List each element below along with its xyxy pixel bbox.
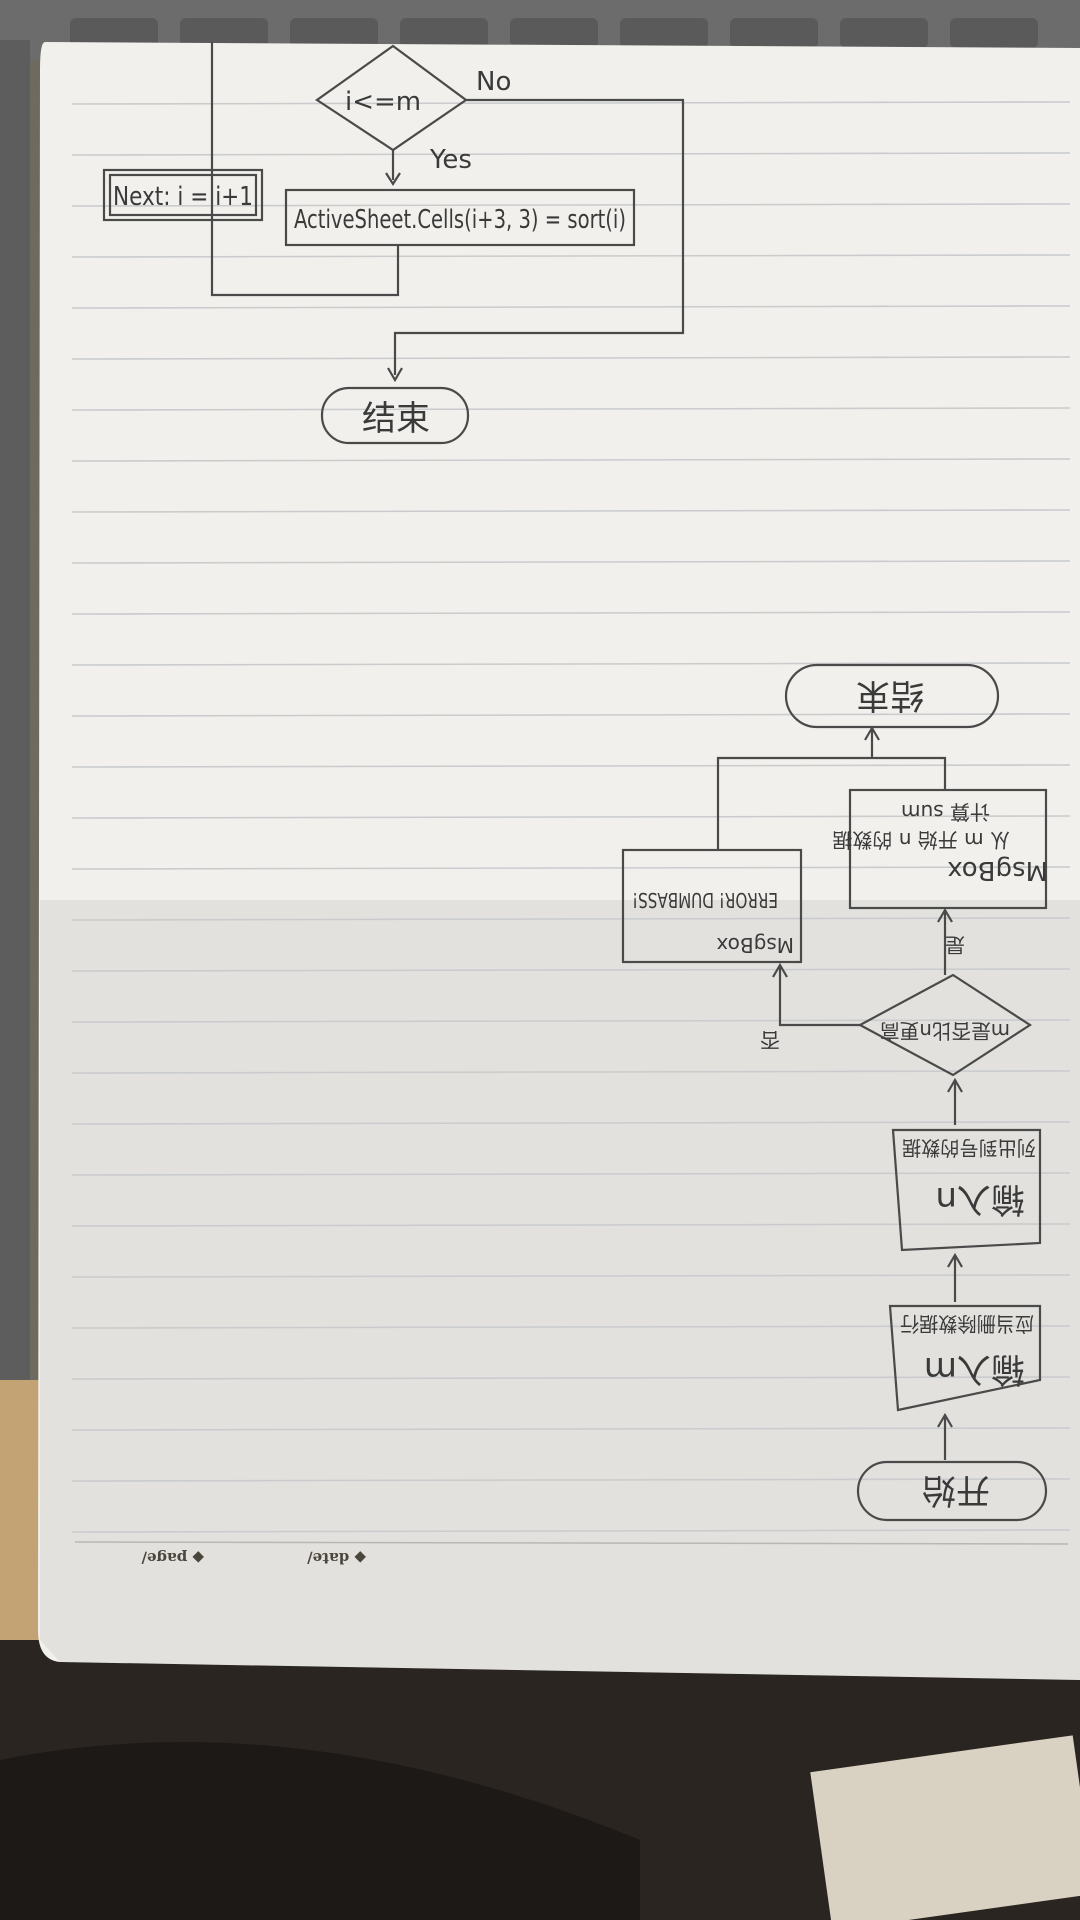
msgbox-error-box xyxy=(621,848,803,964)
input-m-label: 输入m xyxy=(924,1349,1025,1389)
no-branch-line xyxy=(778,965,860,1027)
arrowhead-n-to-decision xyxy=(947,1077,963,1093)
ruled-lines xyxy=(71,101,1071,1533)
increment-box-inner xyxy=(108,173,258,217)
msgbox-ok-line2: 计算 sum xyxy=(901,800,990,824)
input-m-note: 应当删除数据行 xyxy=(900,1312,1034,1336)
no-branch-line xyxy=(393,98,685,375)
msgbox-error-line: ERROR! DUMBASS! xyxy=(632,888,778,912)
paper-shadow xyxy=(40,900,1080,1680)
increment-label: Next: i = i+1 xyxy=(113,182,253,212)
laptop-edge xyxy=(0,40,30,1380)
arrowhead-start-to-m xyxy=(937,1412,953,1428)
notebook-corner xyxy=(810,1735,1080,1920)
yes-label: Yes xyxy=(429,145,472,175)
end-label: 结束 xyxy=(362,399,430,439)
arrowhead-m-to-n xyxy=(947,1252,963,1268)
end-terminator xyxy=(320,386,470,445)
footer-page-label: ◆ page/ xyxy=(141,1549,204,1567)
no-label: No xyxy=(476,67,511,97)
bottom-arrowhead-end xyxy=(864,725,880,741)
process-box xyxy=(284,188,636,247)
input-m-box xyxy=(888,1304,1042,1412)
bottom-yes-label: 是 xyxy=(945,933,965,957)
input-n-label: 输入n xyxy=(935,1179,1025,1219)
merge-line xyxy=(716,756,947,850)
chair-edge xyxy=(0,1742,640,1920)
footer-rule xyxy=(74,1541,1069,1545)
increment-box xyxy=(102,168,264,222)
arrow-to-end xyxy=(387,367,403,383)
process-label: ActiveSheet.Cells(i+3, 3) = sort(i) xyxy=(294,205,626,235)
bottom-end-label: 结束 xyxy=(856,675,924,715)
msgbox-error-title: MsgBox xyxy=(716,933,794,957)
footer-date-label: ◆ date/ xyxy=(307,1549,366,1567)
yes-arrowhead xyxy=(937,907,953,923)
input-n-box xyxy=(891,1128,1042,1252)
msgbox-ok-line1: 从 m 开始 n 的数据 xyxy=(832,828,1010,852)
start-label: 开始 xyxy=(922,1470,990,1510)
no-arrowhead xyxy=(772,962,788,978)
bottom-no-label: 否 xyxy=(760,1028,780,1052)
flowchart-top: i<=m No Yes ActiveSheet.Cells(i+3, 3) = … xyxy=(102,42,685,445)
loop-return-line xyxy=(210,42,400,297)
msgbox-ok-title: MsgBox xyxy=(947,855,1048,885)
decision-label: i<=m xyxy=(345,87,421,117)
bottom-end-terminator xyxy=(784,663,1000,729)
input-n-note: 列出到号的数据 xyxy=(902,1136,1036,1160)
yes-arrow xyxy=(385,172,401,187)
msgbox-ok-box xyxy=(848,788,1048,910)
bottom-decision-label: m是否比n更高 xyxy=(880,1019,1010,1043)
keyboard-keys xyxy=(70,18,1038,48)
flowchart-bottom: 结束 MsgBox 从 m 开始 n 的数据 计算 sum MsgBox ERR… xyxy=(621,663,1048,1522)
bottom-decision-diamond xyxy=(857,973,1033,1077)
start-terminator xyxy=(856,1460,1048,1522)
notebook-page xyxy=(38,42,1080,1680)
